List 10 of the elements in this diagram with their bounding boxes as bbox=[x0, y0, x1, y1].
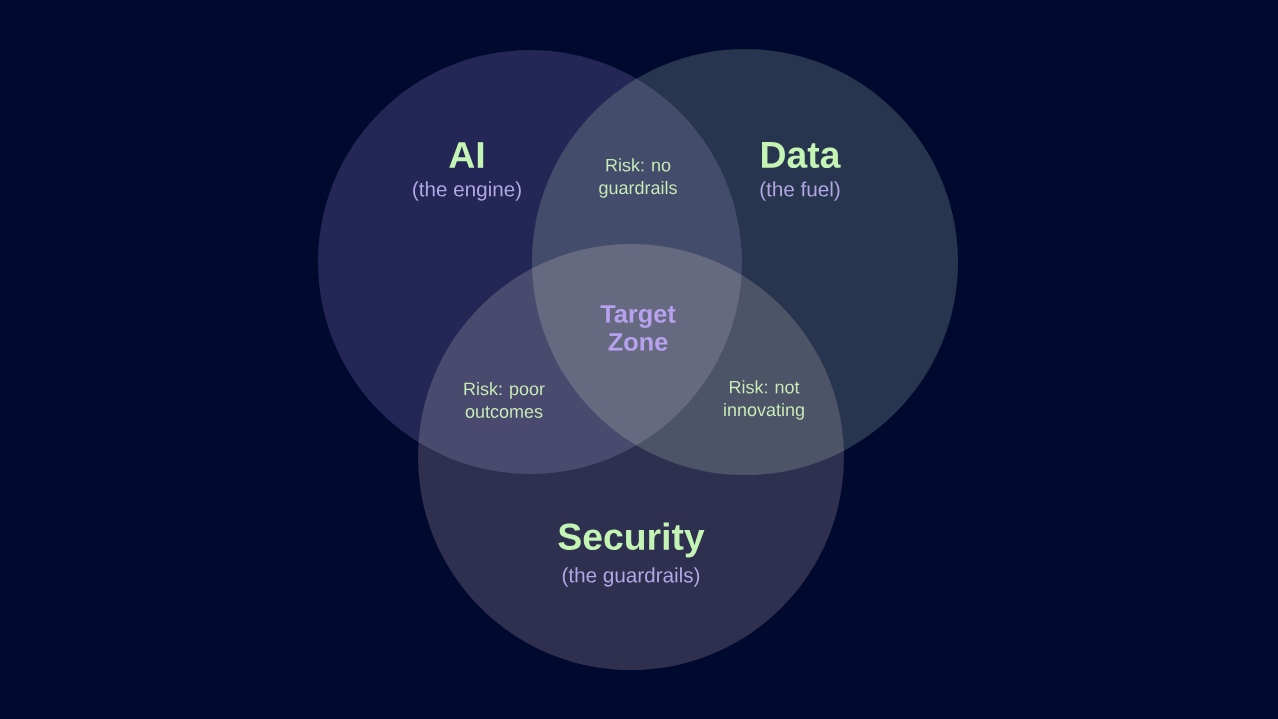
circle-subtitle: (the fuel) bbox=[760, 181, 840, 201]
region-label: Risk: not innovating bbox=[724, 380, 804, 420]
circle-subtitle: (the guardrails) bbox=[562, 567, 700, 587]
circle-subtitle: (the engine) bbox=[413, 181, 521, 201]
region-label: Target Zone bbox=[600, 305, 676, 351]
circle-heading: Security bbox=[558, 522, 705, 558]
region-label: Risk: poor outcomes bbox=[464, 382, 545, 418]
circle-heading: AI bbox=[449, 142, 484, 168]
circle-heading: Data bbox=[762, 142, 841, 168]
region-label: Risk: no guardrails bbox=[599, 158, 677, 198]
